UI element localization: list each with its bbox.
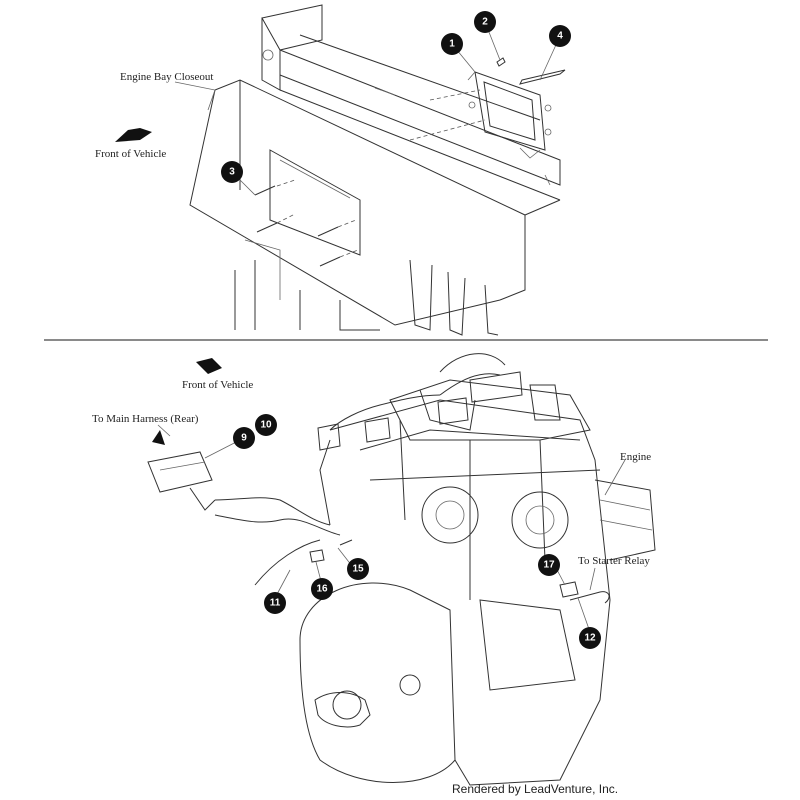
callout-9: 9 <box>233 427 255 449</box>
callout-17: 17 <box>538 554 560 576</box>
callout-11: 11 <box>264 592 286 614</box>
callout-9-number: 9 <box>241 433 247 444</box>
label-to-starter-relay: To Starter Relay <box>578 555 650 567</box>
callout-17-number: 17 <box>543 560 555 571</box>
callout-15: 15 <box>347 558 369 580</box>
label-engine-bay-closeout: Engine Bay Closeout <box>120 71 214 83</box>
callout-1: 1 <box>441 33 463 55</box>
callout-16: 16 <box>311 578 333 600</box>
callout-12: 12 <box>579 627 601 649</box>
callout-4-number: 4 <box>557 31 563 42</box>
label-to-main-harness: To Main Harness (Rear) <box>92 413 199 425</box>
top-panel-drawing <box>115 4 566 336</box>
label-front-of-vehicle-top: Front of Vehicle <box>95 148 166 160</box>
callout-12-number: 12 <box>584 633 596 644</box>
callout-1-number: 1 <box>449 39 455 50</box>
callout-11-number: 11 <box>270 598 281 609</box>
callout-15-number: 15 <box>352 564 364 575</box>
callout-10-number: 10 <box>260 420 272 431</box>
callout-3: 3 <box>221 161 243 183</box>
callout-16-number: 16 <box>316 584 328 595</box>
bottom-panel-drawing <box>147 353 656 786</box>
callout-3-number: 3 <box>229 167 235 178</box>
callout-10: 10 <box>255 414 277 436</box>
label-front-of-vehicle-bottom: Front of Vehicle <box>182 379 253 391</box>
callout-2: 2 <box>474 11 496 33</box>
callout-4: 4 <box>549 25 571 47</box>
label-engine: Engine <box>620 451 651 463</box>
render-credit: Rendered by LeadVenture, Inc. <box>452 782 618 796</box>
callout-2-number: 2 <box>482 17 488 28</box>
